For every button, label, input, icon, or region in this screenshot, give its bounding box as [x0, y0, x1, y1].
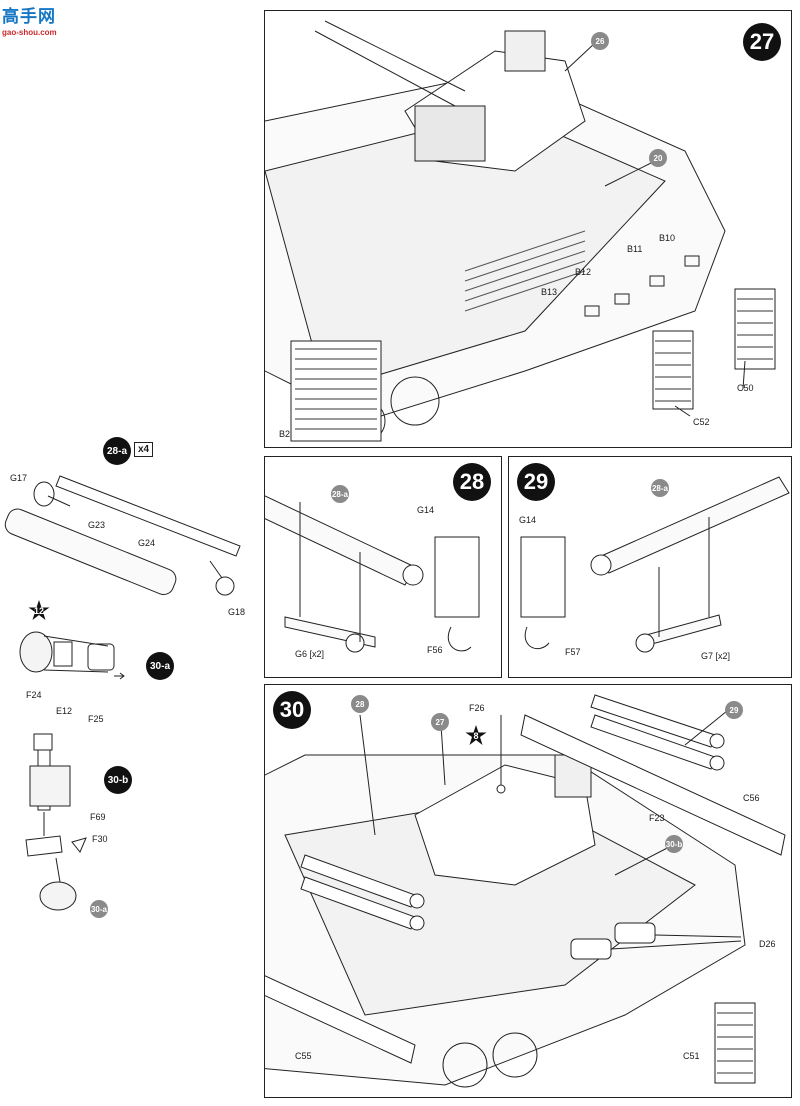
part-label-g23: G23	[88, 520, 106, 530]
subassembly-30b: 30-b F69 F30 30-a	[0, 728, 200, 928]
step-27-ref-26: 26	[591, 32, 609, 50]
part-label-g14: G14	[417, 505, 435, 515]
part-label-c52: C52	[693, 417, 710, 427]
part-label-d26: D26	[759, 939, 776, 949]
step-30-ref-27: 27	[431, 713, 449, 731]
part-label-g24: G24	[138, 538, 156, 548]
step-30-ref-29: 29	[725, 701, 743, 719]
step-30-number: 30	[273, 691, 311, 729]
step-30-ref-30b: 30-b	[665, 835, 683, 853]
subassembly-30a-badge: 30-a	[146, 652, 174, 680]
subassembly-30b-ref-30a: 30-a	[90, 900, 108, 918]
part-label-b2: B2	[279, 429, 291, 439]
part-label-c50: C50	[737, 383, 754, 393]
subassembly-28a-multiplier: x4	[134, 442, 154, 457]
step-28-ref-28a: 28-a	[331, 485, 349, 503]
part-label-f69: F69	[90, 812, 106, 822]
part-label-b11: B11	[627, 244, 643, 254]
step-30-tank-drawing	[265, 694, 786, 1088]
part-label-f24: F24	[26, 690, 42, 700]
subassembly-28a-drawing	[4, 475, 241, 596]
step-27-ref-20: 20	[649, 149, 667, 167]
part-label-b13: B13	[541, 287, 558, 297]
step-30-star: 8	[465, 725, 487, 747]
part-label-f23: F23	[649, 813, 665, 823]
part-label-c55: C55	[295, 1051, 312, 1061]
site-logo-url: gao-shou.com	[2, 28, 57, 37]
part-label-f25: F25	[88, 714, 104, 724]
step-28-number: 28	[453, 463, 491, 501]
part-label-c51: C51	[683, 1051, 700, 1061]
part-label-e12: E12	[56, 706, 73, 716]
step-29-number: 29	[517, 463, 555, 501]
subassembly-30a: 12 30-a F24 E12 F25	[0, 596, 200, 726]
step-29-drawing	[520, 476, 790, 653]
part-label-f30: F30	[92, 834, 108, 844]
site-logo-name: 高手网	[2, 7, 56, 27]
step-29-ref-28a: 28-a	[651, 479, 669, 497]
part-label-c56: C56	[743, 793, 760, 803]
part-label-g17: G17	[10, 473, 28, 483]
subassembly-30a-drawing	[19, 631, 125, 680]
step-29-panel: 29 28-a G14 F57 G7 [x2]	[508, 456, 792, 678]
part-label-f56: F56	[427, 645, 443, 655]
subassembly-30a-star-number: 12	[33, 606, 44, 616]
part-label-b10: B10	[659, 233, 676, 243]
part-label-f26: F26	[469, 703, 485, 713]
step-27-tank-drawing	[265, 20, 776, 442]
subassembly-30a-star: 12	[28, 600, 50, 622]
step-30-star-number: 8	[473, 731, 479, 741]
step-30-ref-28: 28	[351, 695, 369, 713]
subassembly-28a-badge: 28-a	[103, 437, 131, 465]
part-label-g14-b: G14	[519, 515, 537, 525]
part-label-g6: G6 [x2]	[295, 649, 325, 659]
part-label-f57: F57	[565, 647, 581, 657]
part-label-b12: B12	[575, 267, 592, 277]
part-label-g18: G18	[228, 607, 246, 617]
subassembly-30b-badge: 30-b	[104, 766, 132, 794]
step-28-panel: 28 28-a G14 G6 [x2] F56	[264, 456, 502, 678]
subassembly-30b-drawing	[25, 733, 87, 911]
site-logo: 高手网 gao-shou.com	[2, 2, 76, 42]
part-label-g7: G7 [x2]	[701, 651, 731, 661]
step-27-number: 27	[743, 23, 781, 61]
step-27-panel: 27 26 20 B10 B11 B12 B13 B2 C50 C52	[264, 10, 792, 448]
step-30-panel: 30 28 27 29 30-b 8 F26 F23 C56 D26 C55 C…	[264, 684, 792, 1098]
step-28-drawing	[265, 495, 480, 653]
subassembly-28a: 28-a x4 G17 G23 G24 G18	[0, 436, 262, 622]
